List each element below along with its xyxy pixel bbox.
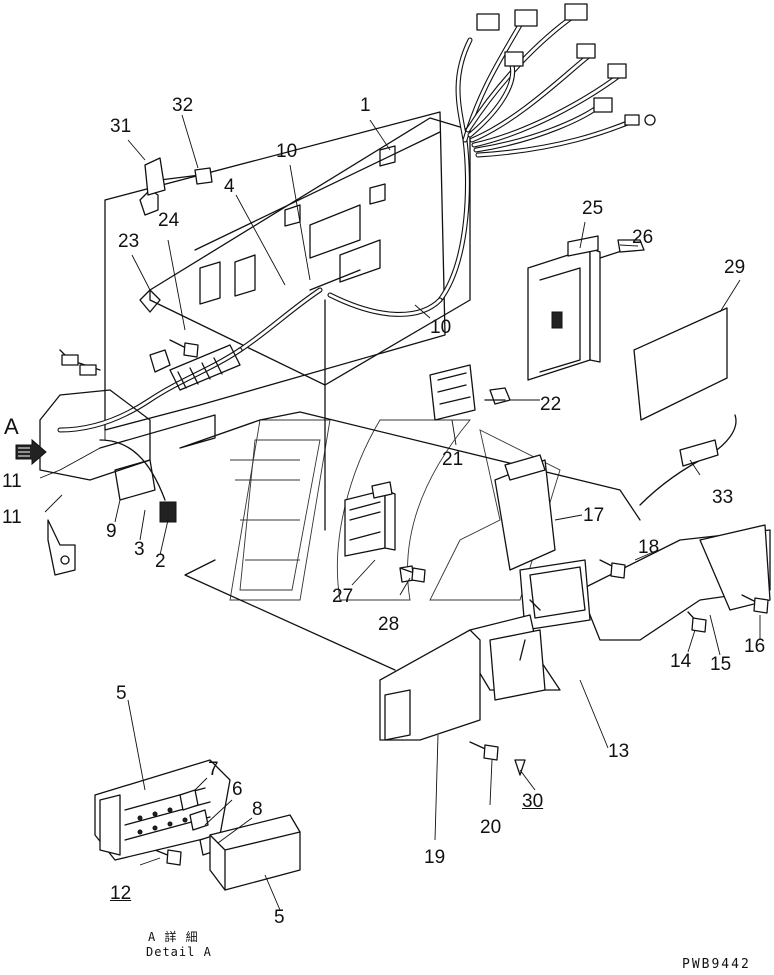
callout-1: 1 (360, 95, 371, 116)
callout-31: 31 (110, 116, 132, 137)
left-harness (39, 189, 243, 576)
duct-assembly (379, 454, 771, 776)
callout-8: 8 (252, 799, 263, 820)
callout-10-top: 10 (276, 141, 298, 162)
callout-32: 32 (172, 95, 194, 116)
callout-11-a: 11 (2, 471, 22, 492)
callout-20: 20 (480, 817, 502, 838)
watermark-logo (229, 419, 561, 601)
callout-23: 23 (118, 231, 140, 252)
callout-5-bottom: 5 (274, 907, 285, 928)
callout-30: 30 (522, 791, 544, 812)
callout-17: 17 (583, 505, 605, 526)
center-controller (344, 481, 415, 583)
callout-11-b: 11 (2, 507, 22, 528)
module-21 (429, 364, 511, 421)
callout-13: 13 (608, 741, 630, 762)
callout-7: 7 (208, 759, 219, 780)
callout-6: 6 (232, 779, 243, 800)
controller-unit (527, 235, 645, 381)
frame-outline (59, 111, 641, 671)
wire-bundle (237, 3, 656, 353)
callout-21: 21 (442, 449, 464, 470)
callout-14: 14 (670, 651, 692, 672)
callout-25: 25 (582, 198, 604, 219)
callout-3: 3 (134, 539, 145, 560)
view-arrow-label: A (4, 414, 19, 439)
callout-26: 26 (632, 227, 654, 248)
callout-12: 12 (110, 883, 132, 904)
callout-18: 18 (638, 537, 660, 558)
detail-caption-jp: A 詳 細 (148, 930, 199, 944)
label-plate (633, 307, 728, 421)
callout-16: 16 (744, 636, 766, 657)
detail-caption-en: Detail A (146, 945, 212, 959)
callout-27: 27 (332, 586, 354, 607)
leader-lines (39, 114, 761, 911)
back-panel (149, 117, 471, 531)
bolts (144, 157, 769, 866)
view-arrow-icon (15, 438, 47, 466)
callout-29: 29 (724, 257, 746, 278)
callout-4: 4 (224, 176, 235, 197)
drawing-code: PWB9442 (682, 957, 751, 972)
callout-15: 15 (710, 654, 732, 675)
callout-9: 9 (106, 521, 117, 542)
callout-2: 2 (155, 551, 166, 572)
callout-19: 19 (424, 847, 446, 868)
callout-5-top: 5 (116, 683, 127, 704)
callout-24: 24 (158, 210, 180, 231)
callout-22: 22 (540, 394, 562, 415)
callout-33: 33 (712, 487, 734, 508)
detail-a-connector (94, 759, 301, 891)
callout-28: 28 (378, 614, 400, 635)
part-33-wire (639, 414, 737, 506)
callout-10-mid: 10 (430, 317, 452, 338)
